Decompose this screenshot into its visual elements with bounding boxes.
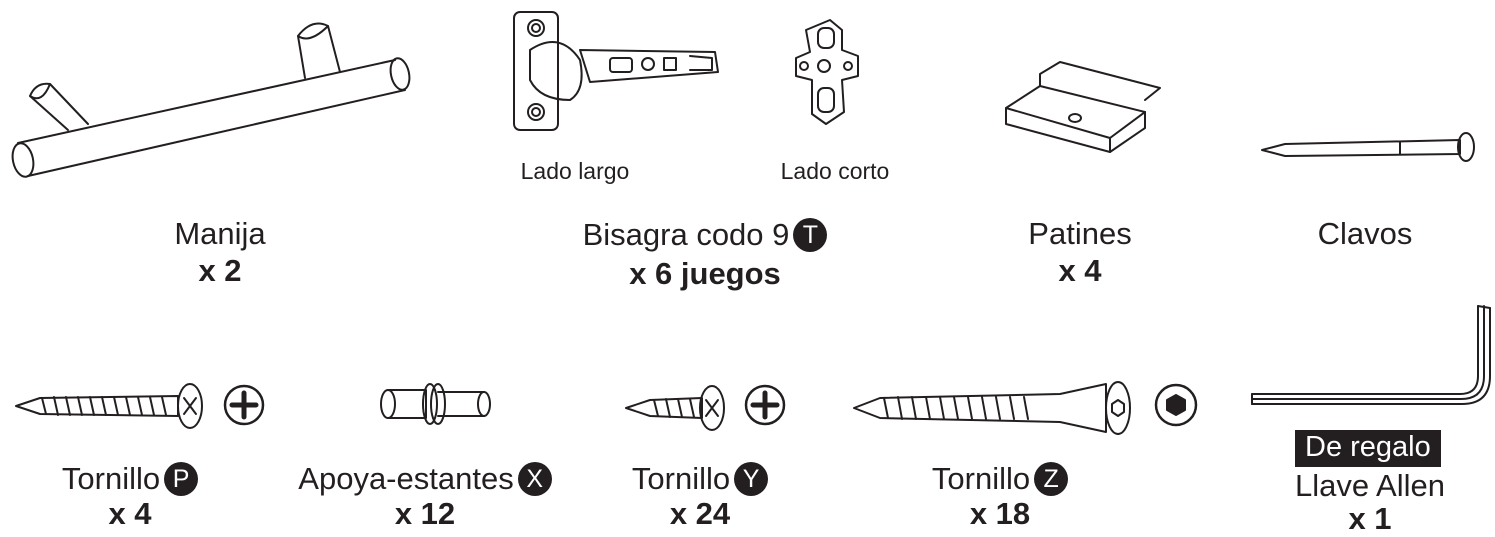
handle-drawing xyxy=(11,22,411,178)
bisagra-name: Bisagra codo 9 xyxy=(582,217,790,252)
gift-badge: De regalo xyxy=(1295,430,1441,467)
screw-y-drawing xyxy=(625,384,786,431)
patines-name: Patines xyxy=(1028,216,1132,251)
hinge-short-drawing xyxy=(795,19,859,125)
clavos-name: Clavos xyxy=(1317,216,1413,251)
nail-drawing xyxy=(1261,132,1475,162)
shelf-support-drawing xyxy=(380,383,491,425)
patines-qty: x 4 xyxy=(1058,253,1102,288)
hinge-short-label: Lado corto xyxy=(780,158,890,184)
hinge-long-label: Lado largo xyxy=(520,158,630,184)
llave-qty: x 1 xyxy=(1348,501,1392,536)
apoya-qty: x 12 xyxy=(394,496,456,531)
llave-label: Llave Allen x 1 xyxy=(1270,470,1470,534)
tornillo-p-qty: x 4 xyxy=(108,496,152,531)
hinge-long-drawing xyxy=(513,11,719,131)
badge-t: T xyxy=(793,218,828,252)
screw-z-drawing xyxy=(853,381,1198,435)
manija-qty: x 2 xyxy=(198,253,242,288)
manija-label: Manija x 2 xyxy=(120,218,320,286)
screw-p-drawing xyxy=(15,383,265,429)
tornillo-y-name: Tornillo xyxy=(631,461,731,496)
patines-label: Patines x 4 xyxy=(980,218,1180,286)
badge-y: Y xyxy=(734,462,769,496)
apoya-name: Apoya-estantes xyxy=(298,461,514,496)
bisagra-qty: x 6 juegos xyxy=(629,256,781,291)
allen-key-drawing xyxy=(1251,305,1491,405)
clavos-label: Clavos xyxy=(1265,218,1465,249)
badge-p: P xyxy=(164,462,199,496)
glide-drawing xyxy=(1005,61,1161,153)
manija-name: Manija xyxy=(174,216,266,251)
badge-z: Z xyxy=(1034,462,1069,496)
tornillo-z-qty: x 18 xyxy=(969,496,1031,531)
tornillo-y-qty: x 24 xyxy=(669,496,731,531)
tornillo-z-name: Tornillo xyxy=(931,461,1031,496)
llave-name: Llave Allen xyxy=(1295,468,1445,503)
badge-x: X xyxy=(517,462,552,496)
tornillo-p-name: Tornillo xyxy=(61,461,161,496)
